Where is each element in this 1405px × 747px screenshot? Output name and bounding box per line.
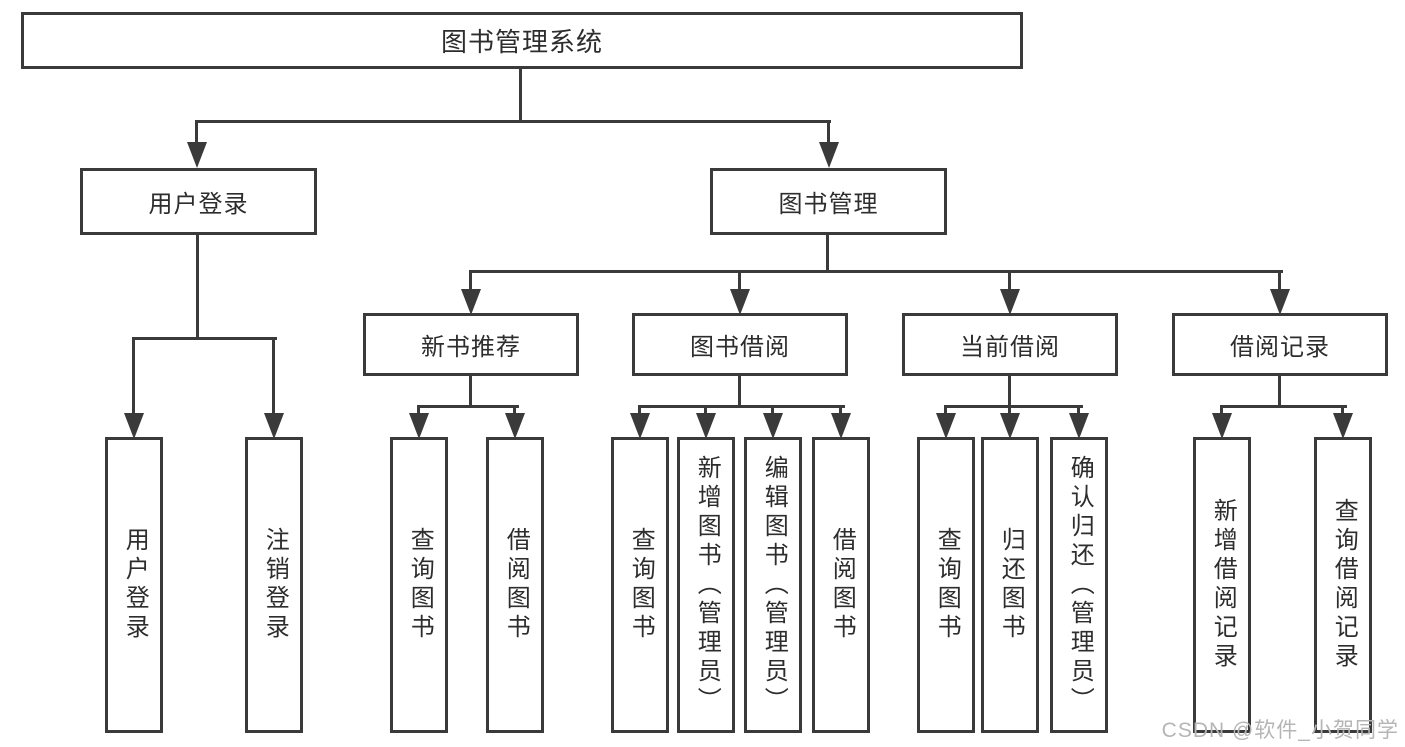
leaf-add-borrow-record: 新增借阅记录 [1193, 437, 1251, 733]
leaf-borrow-add-book-label: 新增图书（管理员） [693, 454, 721, 716]
node-borrow-records-label: 借阅记录 [1230, 334, 1330, 361]
leaf-borrow-edit-book: 编辑图书（管理员） [744, 437, 802, 733]
leaf-borrow-query: 查询图书 [611, 437, 669, 733]
connector-bookmgmt-shaft-4 [1278, 270, 1281, 291]
connector-borrow-shaft-3 [771, 405, 774, 417]
connector-userlogin-stem [196, 235, 199, 337]
connector-userlogin-shaft-2 [272, 337, 275, 415]
connector-current-shaft-2 [1008, 405, 1011, 417]
leaf-return-book: 归还图书 [981, 437, 1039, 733]
node-root-label: 图书管理系统 [440, 27, 603, 57]
node-book-management-label: 图书管理 [778, 191, 879, 218]
arrow-down-icon [124, 413, 144, 439]
arrow-down-icon [819, 142, 839, 168]
leaf-confirm-return-label: 确认归还（管理员） [1066, 454, 1094, 716]
connector-userlogin-bar [132, 337, 277, 340]
arrow-down-icon [1333, 413, 1353, 439]
connector-root-shaft-left [195, 120, 198, 144]
arrow-down-icon [730, 289, 750, 315]
leaf-newbook-query: 查询图书 [390, 437, 448, 733]
leaf-logout: 注销登录 [245, 437, 303, 733]
arrow-down-icon [630, 413, 650, 439]
arrow-down-icon [1000, 289, 1020, 315]
node-root: 图书管理系统 [21, 12, 1023, 69]
connector-root-stem [519, 68, 522, 120]
leaf-user-login: 用户登录 [105, 437, 163, 733]
connector-bookmgmt-stem [826, 235, 829, 272]
connector-current-bar [944, 405, 1083, 408]
node-current-borrow: 当前借阅 [902, 313, 1118, 376]
arrow-down-icon [264, 413, 284, 439]
arrow-down-icon [696, 413, 716, 439]
arrow-down-icon [461, 289, 481, 315]
connector-current-shaft-1 [944, 405, 947, 417]
connector-borrow-stem [738, 376, 741, 407]
leaf-add-borrow-record-label: 新增借阅记录 [1209, 498, 1237, 672]
leaf-logout-label: 注销登录 [261, 527, 289, 643]
connector-bookmgmt-shaft-2 [738, 270, 741, 291]
node-book-management: 图书管理 [710, 168, 947, 235]
connector-newbook-shaft-1 [417, 405, 420, 417]
leaf-borrow-book-label: 借阅图书 [828, 527, 856, 643]
connector-newbook-stem [469, 376, 472, 407]
leaf-query-borrow-record: 查询借阅记录 [1314, 437, 1372, 733]
arrow-down-icon [831, 413, 851, 439]
node-borrow-records: 借阅记录 [1172, 313, 1388, 376]
node-current-borrow-label: 当前借阅 [960, 334, 1060, 361]
connector-root-bar [195, 120, 831, 123]
csdn-watermark: CSDN @软件_小贺同学 [1161, 719, 1399, 742]
arrow-down-icon [1069, 413, 1089, 439]
connector-root-shaft-right [827, 120, 830, 144]
connector-newbook-bar [417, 405, 519, 408]
arrow-down-icon [936, 413, 956, 439]
connector-bookmgmt-bar [469, 270, 1283, 273]
connector-records-shaft-2 [1341, 405, 1344, 417]
leaf-borrow-book: 借阅图书 [812, 437, 870, 733]
leaf-newbook-borrow: 借阅图书 [486, 437, 544, 733]
node-user-login: 用户登录 [80, 168, 317, 235]
arrow-down-icon [1212, 413, 1232, 439]
arrow-down-icon [763, 413, 783, 439]
node-user-login-label: 用户登录 [148, 191, 249, 218]
node-new-book-recommend: 新书推荐 [363, 313, 579, 376]
connector-borrow-shaft-1 [638, 405, 641, 417]
leaf-borrow-edit-book-label: 编辑图书（管理员） [760, 454, 788, 716]
connector-current-shaft-3 [1077, 405, 1080, 417]
connector-records-shaft-1 [1220, 405, 1223, 417]
connector-borrow-shaft-4 [839, 405, 842, 417]
leaf-return-book-label: 归还图书 [997, 527, 1025, 643]
arrow-down-icon [505, 413, 525, 439]
leaf-current-query: 查询图书 [917, 437, 975, 733]
leaf-newbook-borrow-label: 借阅图书 [502, 527, 530, 643]
arrow-down-icon [1000, 413, 1020, 439]
leaf-borrow-query-label: 查询图书 [627, 527, 655, 643]
connector-borrow-bar [638, 405, 845, 408]
arrow-down-icon [1270, 289, 1290, 315]
connector-current-stem [1008, 376, 1011, 407]
connector-borrow-shaft-2 [704, 405, 707, 417]
connector-userlogin-shaft-1 [132, 337, 135, 415]
connector-records-stem [1278, 376, 1281, 407]
leaf-newbook-query-label: 查询图书 [406, 527, 434, 643]
leaf-current-query-label: 查询图书 [933, 527, 961, 643]
connector-newbook-shaft-2 [513, 405, 516, 417]
leaf-user-login-label: 用户登录 [121, 527, 149, 643]
connector-bookmgmt-shaft-1 [469, 270, 472, 291]
leaf-query-borrow-record-label: 查询借阅记录 [1330, 498, 1358, 672]
node-book-borrow-label: 图书借阅 [690, 334, 790, 361]
leaf-borrow-add-book: 新增图书（管理员） [677, 437, 735, 733]
node-book-borrow: 图书借阅 [632, 313, 848, 376]
arrow-down-icon [187, 142, 207, 168]
connector-records-bar [1220, 405, 1347, 408]
connector-bookmgmt-shaft-3 [1008, 270, 1011, 291]
node-new-book-recommend-label: 新书推荐 [421, 334, 521, 361]
leaf-confirm-return: 确认归还（管理员） [1050, 437, 1108, 733]
arrow-down-icon [409, 413, 429, 439]
